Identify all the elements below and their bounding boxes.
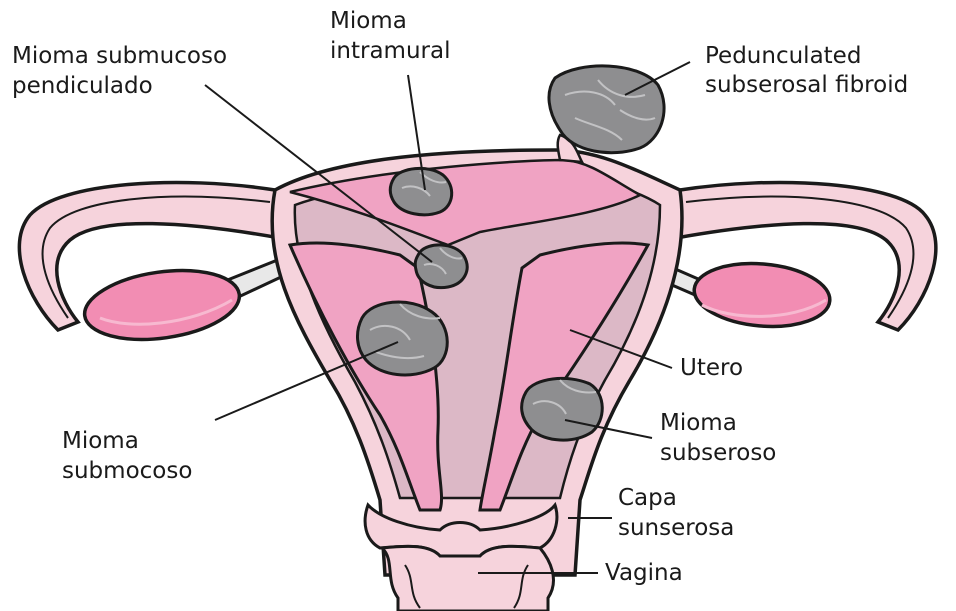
label-subseroso-line1: Mioma <box>660 410 737 436</box>
label-pedunculated-line2: subserosal fibroid <box>705 72 908 98</box>
label-capa-line1: Capa <box>618 485 677 511</box>
label-submocoso-line2: submocoso <box>62 458 192 484</box>
label-vagina: Vagina <box>605 560 683 586</box>
label-intramural: Mioma intramural <box>330 8 450 64</box>
label-intramural-line2: intramural <box>330 38 450 64</box>
fibroid-pedunculated <box>549 66 664 153</box>
fibroid-subserous <box>522 378 603 440</box>
label-vagina-line1: Vagina <box>605 560 683 586</box>
label-capa: Capa sunserosa <box>618 485 734 541</box>
fibroid-submucous <box>357 302 447 375</box>
fibroid-intramural <box>390 168 451 214</box>
label-submucoso-pendiculado-line2: pendiculado <box>12 73 153 99</box>
label-submucoso-pendiculado: Mioma submucoso pendiculado <box>12 43 234 99</box>
label-subseroso-line2: subseroso <box>660 440 776 466</box>
vagina <box>382 546 553 611</box>
label-submucoso-pendiculado-line1: Mioma submucoso <box>12 43 227 69</box>
label-utero-line1: Utero <box>680 355 743 381</box>
left-uterine-canal <box>290 243 442 510</box>
fibroid-submucous-pedunculated <box>415 245 467 288</box>
left-ovary <box>80 261 244 348</box>
label-subseroso: Mioma subseroso <box>660 410 776 466</box>
label-utero: Utero <box>680 355 743 381</box>
label-pedunculated: Pedunculated subserosal fibroid <box>705 43 908 98</box>
label-intramural-line1: Mioma <box>330 8 407 34</box>
label-pedunculated-line1: Pedunculated <box>705 43 861 69</box>
right-ovary <box>692 258 833 332</box>
label-submocoso: Mioma submocoso <box>62 428 192 484</box>
label-capa-line2: sunserosa <box>618 515 734 541</box>
label-submocoso-line1: Mioma <box>62 428 139 454</box>
